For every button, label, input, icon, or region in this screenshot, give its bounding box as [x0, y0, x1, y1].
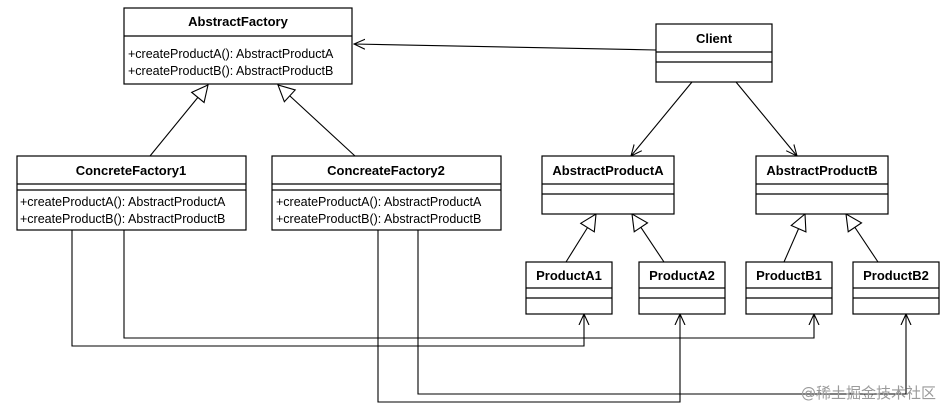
edge-cf1-to-producta1: [71, 230, 584, 347]
edge-client-to-abstractproductb: [735, 81, 797, 156]
class-product-a1[interactable]: ProductA1: [525, 261, 613, 315]
watermark: @稀土掘金技术社区: [801, 384, 936, 402]
class-name: AbstractProductA: [552, 163, 664, 178]
class-concrete-factory1[interactable]: ConcreteFactory1 +createProductA(): Abst…: [16, 155, 247, 231]
class-operation: +createProductB(): AbstractProductB: [128, 64, 333, 78]
edge-producta2-to-abstractproducta: [632, 214, 665, 263]
class-name: ConcreteFactory1: [76, 163, 187, 178]
class-name: Client: [696, 31, 733, 46]
class-name: ConcreateFactory2: [327, 163, 445, 178]
edge-cf2-to-producta2: [377, 230, 680, 403]
class-abstract-product-a[interactable]: AbstractProductA: [541, 155, 675, 215]
class-product-b1[interactable]: ProductB1: [745, 261, 833, 315]
class-name: AbstractProductB: [766, 163, 877, 178]
edge-cf2-to-abstractfactory: [278, 85, 356, 157]
class-operation: +createProductB(): AbstractProductB: [20, 212, 225, 226]
class-product-a2[interactable]: ProductA2: [638, 261, 726, 315]
class-operation: +createProductB(): AbstractProductB: [276, 212, 481, 226]
edge-producta1-to-abstractproducta: [565, 214, 596, 263]
class-name: ProductB2: [863, 268, 929, 283]
class-client[interactable]: Client: [655, 23, 773, 83]
class-operation: +createProductA(): AbstractProductA: [128, 47, 334, 61]
class-operation: +createProductA(): AbstractProductA: [20, 195, 226, 209]
edge-cf1-to-productb1: [123, 230, 814, 339]
class-name: ProductA1: [536, 268, 602, 283]
class-abstract-product-b[interactable]: AbstractProductB: [755, 155, 889, 215]
edge-cf1-to-abstractfactory: [149, 85, 208, 157]
class-operation: +createProductA(): AbstractProductA: [276, 195, 482, 209]
edge-cf2-to-productb2: [417, 230, 906, 395]
class-concrete-factory2[interactable]: ConcreateFactory2 +createProductA(): Abs…: [271, 155, 502, 231]
class-name: ProductB1: [756, 268, 822, 283]
edge-client-to-abstractfactory: [354, 44, 657, 51]
edge-productb2-to-abstractproductb: [846, 214, 879, 263]
edge-productb1-to-abstractproductb: [783, 214, 805, 263]
class-abstract-factory[interactable]: AbstractFactory +createProductA(): Abstr…: [123, 7, 353, 85]
class-product-b2[interactable]: ProductB2: [852, 261, 940, 315]
class-name: ProductA2: [649, 268, 715, 283]
edge-client-to-abstractproducta: [631, 81, 693, 156]
class-name: AbstractFactory: [188, 14, 288, 29]
